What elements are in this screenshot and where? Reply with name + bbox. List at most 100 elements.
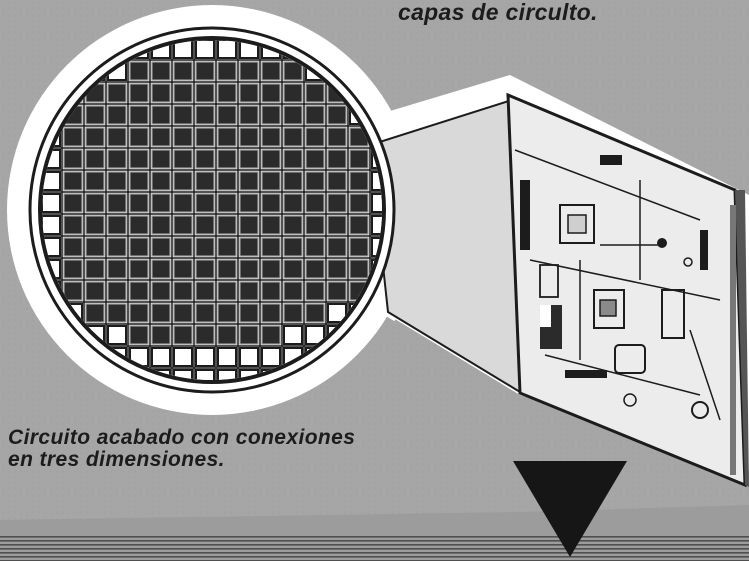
wafer-cell <box>327 259 347 279</box>
wafer-cell <box>85 171 105 191</box>
wafer-cell <box>195 105 215 125</box>
board-bar <box>600 155 622 165</box>
board-component <box>539 264 559 298</box>
wafer-cell <box>305 83 325 103</box>
wafer-cell <box>305 149 325 169</box>
wafer-cell <box>173 347 193 367</box>
wafer-cell <box>239 259 259 279</box>
wafer-cell <box>349 171 369 191</box>
wafer-cell <box>261 347 281 367</box>
wafer-cell <box>305 105 325 125</box>
wafer-cell <box>151 61 171 81</box>
wafer-cell <box>261 171 281 191</box>
wafer-cell <box>239 325 259 345</box>
wafer-cell <box>107 171 127 191</box>
wafer-cell <box>305 325 325 345</box>
wafer-cell <box>305 237 325 257</box>
wafer-cell <box>173 281 193 301</box>
wafer-cell <box>195 303 215 323</box>
wafer-cell <box>173 303 193 323</box>
wafer-cell <box>217 127 237 147</box>
board-trace <box>689 329 721 421</box>
wafer-cell <box>239 171 259 191</box>
wafer-cell <box>129 83 149 103</box>
wafer-cell <box>305 215 325 235</box>
wafer-cell <box>151 193 171 213</box>
wafer-cell <box>239 127 259 147</box>
wafer-cell <box>283 149 303 169</box>
wafer-cell <box>151 83 171 103</box>
wafer-cell <box>173 40 193 59</box>
wafer-cell <box>173 237 193 257</box>
wafer-cell <box>283 325 303 345</box>
wafer-cell <box>151 347 171 367</box>
wafer-cell <box>327 215 347 235</box>
board-chip-core <box>599 299 617 317</box>
wafer-cell <box>217 193 237 213</box>
wafer-cell <box>151 325 171 345</box>
wafer-cell <box>217 171 237 191</box>
board-edge-contacts <box>730 205 736 475</box>
caption-bottom-line2: en tres dimensiones. <box>8 448 225 471</box>
wafer-cell <box>129 127 149 147</box>
wafer-cell <box>107 127 127 147</box>
wafer-cell <box>261 215 281 235</box>
wafer-cell <box>283 259 303 279</box>
wafer-cell <box>217 61 237 81</box>
wafer-cell <box>217 281 237 301</box>
wafer-cell <box>85 281 105 301</box>
wafer-cell <box>195 127 215 147</box>
wafer-cell <box>239 61 259 81</box>
wafer-cell <box>261 105 281 125</box>
wafer-cell <box>217 347 237 367</box>
wafer-cell <box>63 127 83 147</box>
wafer-cell <box>107 83 127 103</box>
wafer-cell <box>195 347 215 367</box>
wafer-cell <box>129 215 149 235</box>
wafer-cell <box>151 105 171 125</box>
wafer <box>28 26 396 394</box>
wafer-cell <box>129 237 149 257</box>
circuit-board <box>506 92 749 488</box>
wafer-cell <box>195 40 215 59</box>
wafer-cell <box>107 259 127 279</box>
wafer-cell <box>63 237 83 257</box>
wafer-cell <box>63 171 83 191</box>
wafer-cell <box>85 215 105 235</box>
wafer-cell <box>151 281 171 301</box>
board-connector <box>520 180 530 250</box>
wafer-cell <box>173 193 193 213</box>
wafer-cell <box>349 259 369 279</box>
wafer-cell <box>129 149 149 169</box>
wafer-cell <box>151 171 171 191</box>
wafer-cell <box>283 83 303 103</box>
wafer-cell <box>239 149 259 169</box>
wafer-cell <box>42 171 61 191</box>
wafer-cell <box>283 105 303 125</box>
wafer-cell <box>107 303 127 323</box>
wafer-cell <box>305 193 325 213</box>
wafer-cell <box>327 193 347 213</box>
wafer-cell <box>305 127 325 147</box>
board-chip-light <box>540 305 551 327</box>
board-capacitor <box>614 344 646 374</box>
board-chip <box>559 204 595 244</box>
wafer-cell <box>85 259 105 279</box>
wafer-cell <box>217 149 237 169</box>
wafer-cell <box>217 105 237 125</box>
wafer-cell <box>239 281 259 301</box>
wafer-cell <box>261 193 281 213</box>
wafer-cell <box>239 193 259 213</box>
wafer-cell <box>129 325 149 345</box>
wafer-cell <box>129 281 149 301</box>
wafer-cell <box>239 83 259 103</box>
wafer-cell <box>195 149 215 169</box>
wafer-cell <box>42 215 61 235</box>
wafer-cell <box>261 325 281 345</box>
wafer-cell <box>173 83 193 103</box>
wafer-cell <box>151 215 171 235</box>
board-chip <box>593 289 625 329</box>
wafer-cell <box>129 303 149 323</box>
wafer-cell <box>85 193 105 213</box>
